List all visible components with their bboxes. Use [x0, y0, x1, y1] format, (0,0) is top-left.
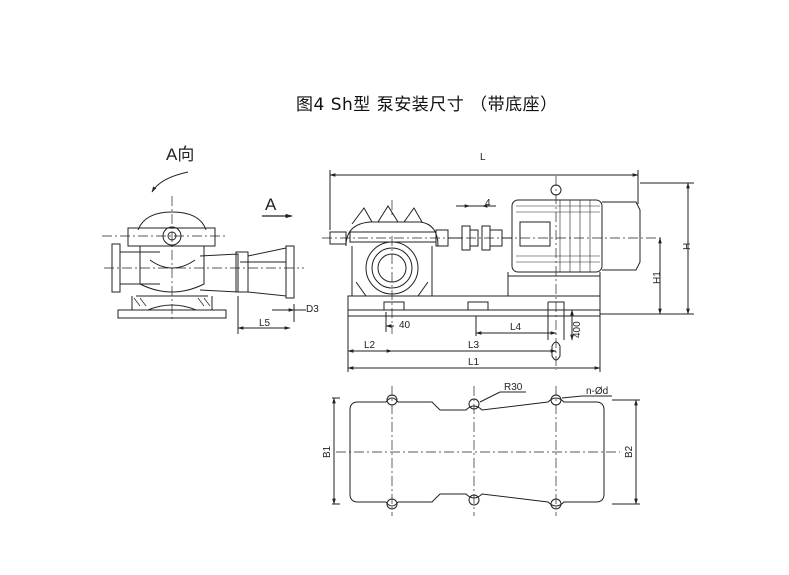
dim-d3: D3: [306, 304, 319, 315]
dim-l2: L2: [364, 340, 376, 351]
dim-400: 400: [572, 321, 583, 338]
dim-l5: L5: [259, 318, 271, 329]
base-plate-view: B1 B2 R30 n-Ød: [322, 382, 640, 516]
motor-body: [511, 199, 603, 273]
side-view: A向: [102, 145, 319, 334]
dim-gap: 4: [485, 198, 491, 209]
label-r30: R30: [504, 382, 523, 393]
motor-support: [507, 272, 601, 296]
dim-l: L: [480, 152, 486, 163]
arrow-a-label: A: [265, 195, 277, 214]
base-frame: [347, 295, 601, 311]
dim-l4: L4: [510, 322, 522, 333]
taper-pipe: [247, 247, 287, 297]
dim-h1: H1: [652, 271, 663, 284]
motor-fan-cover: [602, 201, 641, 271]
discharge-pipe: [199, 253, 239, 293]
dim-40: 40: [399, 320, 411, 331]
direction-label: A向: [166, 145, 194, 164]
page-title: 图4 Sh型 泵安装尺寸 （带底座）: [296, 95, 558, 115]
dim-h: H: [682, 243, 693, 250]
dim-b1: B1: [322, 445, 333, 458]
right-flange: [285, 245, 295, 299]
dim-b2: B2: [624, 445, 635, 458]
terminal-box: [519, 221, 551, 247]
anchor-bolt: [551, 341, 561, 361]
side-base: [117, 309, 227, 319]
label-nod: n-Ød: [586, 386, 608, 397]
dim-l1: L1: [468, 357, 480, 368]
casing-top: [137, 211, 207, 231]
dim-l3: L3: [468, 340, 480, 351]
view-arrow-a: A: [262, 195, 293, 219]
front-view: L 4 H H1 40 L4 400 L2 L3 L1: [322, 152, 694, 372]
view-direction-arrow: [151, 171, 189, 193]
casing-flange: [127, 227, 216, 247]
casing-ribs: [351, 205, 423, 225]
